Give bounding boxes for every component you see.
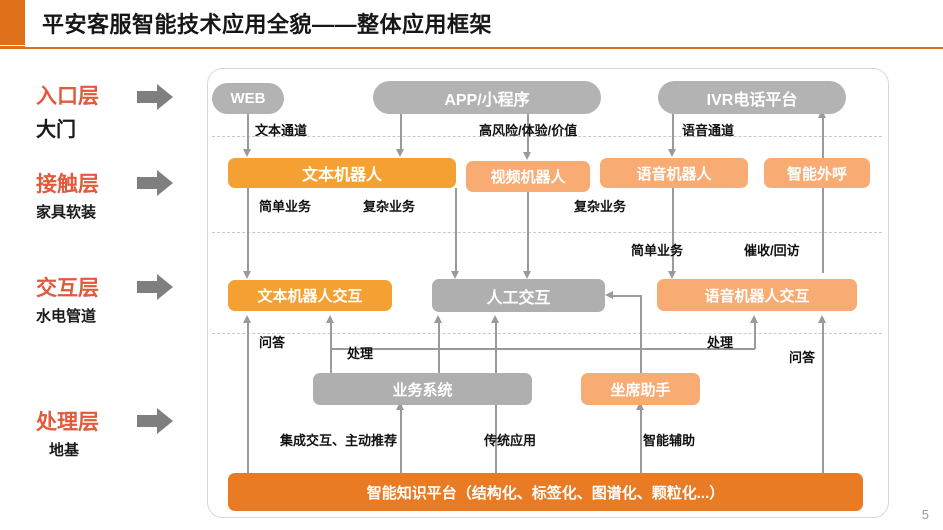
flow-label-qa-left: 问答 bbox=[259, 335, 286, 350]
connector-video-bot-to-human-interaction bbox=[527, 192, 529, 273]
connector-ivr-to-voice-bot bbox=[672, 113, 674, 151]
rail-subtitle-process: 地基 bbox=[49, 442, 80, 459]
node-ivr-platform[interactable]: IVR电话平台 bbox=[658, 81, 846, 114]
divider-entry-contact bbox=[212, 136, 882, 137]
connector-knowledge-to-business bbox=[400, 405, 402, 473]
node-seat-assistant[interactable]: 坐席助手 bbox=[581, 373, 700, 405]
node-web[interactable]: WEB bbox=[212, 83, 284, 114]
rail-layer-contact: 接触层 家具软装 bbox=[36, 168, 99, 222]
rail-title-contact: 接触层 bbox=[36, 173, 99, 196]
arrowhead-up bbox=[434, 315, 442, 323]
connector-seat-assistant-to-human-elbow bbox=[640, 295, 642, 395]
arrowhead-down bbox=[243, 271, 251, 279]
flow-label-handle-right: 处理 bbox=[707, 335, 734, 350]
connector-outbound-to-ivr bbox=[822, 113, 824, 158]
connector-bus-horizontal bbox=[330, 348, 675, 350]
flow-label-simple-business-2: 简单业务 bbox=[631, 243, 684, 258]
node-human-interaction[interactable]: 人工交互 bbox=[432, 279, 605, 312]
node-voice-robot[interactable]: 语音机器人 bbox=[600, 158, 748, 188]
node-knowledge-platform[interactable]: 智能知识平台（结构化、标签化、图谱化、颗粒化...） bbox=[228, 473, 863, 511]
arrowhead-up bbox=[636, 402, 644, 410]
rail-title-interaction: 交互层 bbox=[36, 277, 99, 300]
flow-label-collection-revisit: 催收/回访 bbox=[744, 243, 800, 258]
node-app-miniprogram[interactable]: APP/小程序 bbox=[373, 81, 601, 114]
rail-layer-process: 处理层 地基 bbox=[36, 406, 99, 460]
flow-label-high-risk: 高风险/体验/价值 bbox=[479, 123, 578, 138]
connector-voice-interaction-to-outbound bbox=[822, 188, 824, 273]
arrowhead-up bbox=[818, 315, 826, 323]
flow-label-simple-business-1: 简单业务 bbox=[259, 199, 312, 214]
arrowhead-down bbox=[396, 149, 404, 157]
right-arrow-icon bbox=[137, 274, 173, 300]
flow-label-handle-left: 处理 bbox=[347, 346, 374, 361]
arrowhead-up bbox=[818, 110, 826, 118]
arrowhead-up bbox=[491, 315, 499, 323]
connector-knowledge-to-voice-interaction bbox=[822, 318, 824, 473]
flow-label-integrated: 集成交互、主动推荐 bbox=[280, 433, 398, 448]
rail-layer-entry: 入口层 大门 bbox=[36, 80, 99, 142]
arrowhead-down bbox=[668, 271, 676, 279]
arrowhead-down bbox=[243, 149, 251, 157]
diagram-frame bbox=[207, 68, 889, 518]
connector-app-to-text-bot bbox=[400, 113, 402, 151]
rail-subtitle-contact: 家具软装 bbox=[36, 204, 97, 221]
flow-label-voice-channel: 语音通道 bbox=[682, 123, 735, 138]
connector-handle-right-v bbox=[754, 318, 756, 349]
header-rule-gap bbox=[25, 44, 943, 47]
node-voice-robot-interaction[interactable]: 语音机器人交互 bbox=[657, 279, 857, 311]
flow-label-qa-right: 问答 bbox=[789, 350, 816, 365]
connector-app-to-video-bot bbox=[527, 113, 529, 154]
divider-contact-interaction bbox=[212, 232, 882, 233]
header-rule bbox=[0, 46, 943, 49]
flow-label-text-channel: 文本通道 bbox=[255, 123, 308, 138]
connector-business-to-human-interaction bbox=[438, 318, 440, 373]
divider-interaction-process bbox=[212, 333, 882, 334]
arrowhead-down bbox=[451, 271, 459, 279]
node-business-system[interactable]: 业务系统 bbox=[313, 373, 532, 405]
arrowhead-down bbox=[523, 271, 531, 279]
right-arrow-icon bbox=[137, 170, 173, 196]
flow-label-complex-business-2: 复杂业务 bbox=[574, 199, 627, 214]
flow-label-smart-assist: 智能辅助 bbox=[643, 433, 696, 448]
arrowhead-left bbox=[605, 291, 613, 299]
node-text-robot[interactable]: 文本机器人 bbox=[228, 158, 456, 188]
rail-layer-interaction: 交互层 水电管道 bbox=[36, 272, 99, 326]
connector-handle-right-h bbox=[640, 348, 755, 350]
node-text-robot-interaction[interactable]: 文本机器人交互 bbox=[228, 280, 392, 311]
page-number: 5 bbox=[921, 507, 929, 522]
flow-label-complex-business-1: 复杂业务 bbox=[363, 199, 416, 214]
connector-web-to-text-bot bbox=[247, 113, 249, 151]
connector-knowledge-to-text-interaction bbox=[247, 318, 249, 473]
connector-knowledge-to-seat-assistant bbox=[640, 405, 642, 473]
rail-subtitle-interaction: 水电管道 bbox=[36, 308, 97, 325]
right-arrow-icon bbox=[137, 408, 173, 434]
arrowhead-up bbox=[243, 315, 251, 323]
node-video-robot[interactable]: 视频机器人 bbox=[466, 161, 590, 192]
node-smart-outbound[interactable]: 智能外呼 bbox=[764, 158, 870, 188]
arrowhead-up bbox=[326, 315, 334, 323]
connector-voice-bot-to-voice-interaction bbox=[672, 188, 674, 273]
rail-title-entry: 入口层 bbox=[36, 85, 99, 108]
page-title: 平安客服智能技术应用全貌——整体应用框架 bbox=[42, 12, 493, 37]
rail-title-process: 处理层 bbox=[36, 411, 99, 434]
arrowhead-up bbox=[396, 402, 404, 410]
arrowhead-down bbox=[523, 152, 531, 160]
flow-label-traditional: 传统应用 bbox=[484, 433, 537, 448]
rail-subtitle-entry: 大门 bbox=[36, 119, 76, 141]
header-accent-block bbox=[0, 0, 25, 45]
connector-text-bot-to-text-interaction bbox=[247, 188, 249, 273]
arrowhead-up bbox=[750, 315, 758, 323]
connector-text-bot-to-human-interaction bbox=[455, 188, 457, 273]
arrowhead-down bbox=[668, 149, 676, 157]
right-arrow-icon bbox=[137, 84, 173, 110]
connector-seat-assistant-to-human-h bbox=[613, 295, 641, 297]
connector-business-to-text-interaction bbox=[330, 318, 332, 373]
